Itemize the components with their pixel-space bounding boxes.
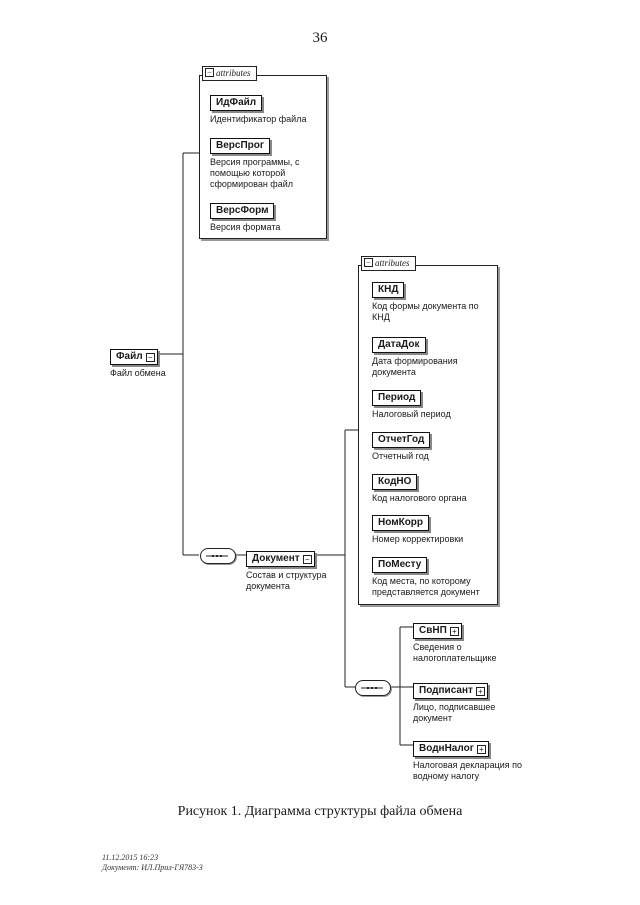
attributes-tab-label: attributes	[375, 258, 410, 268]
attribute-kodno: КодНО Код налогового органа	[372, 471, 467, 504]
attribute-name[interactable]: КодНО	[372, 474, 418, 490]
element-name: Документ	[252, 553, 300, 564]
child-element-box[interactable]: Подписант +	[413, 683, 488, 699]
attribute-name[interactable]: КНД	[372, 282, 405, 298]
element-description: Файл обмена	[110, 368, 166, 378]
attribute-description: Код налогового органа	[372, 493, 467, 503]
attribute-datadok: ДатаДок Дата формирования документа	[372, 334, 458, 378]
attribute-otchetgod: ОтчетГод Отчетный год	[372, 429, 431, 462]
attribute-pomestu: ПоМесту Код места, по которому представл…	[372, 554, 480, 598]
sequence-dots-icon	[361, 687, 383, 689]
attribute-name[interactable]: ОтчетГод	[372, 432, 431, 448]
attributes-tab[interactable]: −attributes	[361, 256, 416, 271]
attribute-description: Отчетный год	[372, 451, 429, 461]
child-element-svnp: СвНП + Сведения о налогоплательщике	[413, 620, 497, 664]
attribute-idfile: ИдФайл Идентификатор файла	[210, 92, 306, 125]
expand-icon[interactable]: +	[475, 687, 485, 696]
collapse-icon[interactable]: −	[364, 258, 373, 267]
attribute-description: Идентификатор файла	[210, 114, 307, 124]
element-description: Налоговая декларация по водному налогу	[413, 760, 523, 781]
attribute-description: Дата формирования документа	[372, 356, 458, 377]
footer-stamp: 11.12.2015 16:23 Документ: ИЛ.Прил-ГЯ783…	[102, 853, 203, 872]
root-element: Файл − Файл обмена	[110, 346, 166, 379]
collapse-icon[interactable]: −	[205, 68, 214, 77]
element-name: ВоднНалог	[419, 743, 474, 754]
element-name: СвНП	[419, 625, 447, 636]
element-name: Подписант	[419, 685, 473, 696]
attribute-description: Версия программы, с помощью которой сфор…	[210, 157, 300, 189]
expand-icon[interactable]: +	[476, 745, 486, 754]
page-number: 36	[312, 30, 328, 46]
attribute-name[interactable]: ПоМесту	[372, 557, 428, 573]
child-element-podpisant: Подписант + Лицо, подписавшее документ	[413, 680, 495, 724]
attribute-name[interactable]: ВерсФорм	[210, 203, 275, 219]
attributes-tab[interactable]: −attributes	[202, 66, 257, 81]
attribute-name[interactable]: Период	[372, 390, 422, 406]
child-element-box[interactable]: ВоднНалог +	[413, 741, 489, 757]
attribute-description: Версия формата	[210, 222, 281, 232]
attribute-knd: КНД Код формы документа по КНД	[372, 279, 479, 323]
collapse-icon[interactable]: −	[302, 555, 312, 564]
attribute-description: Код места, по которому представляется до…	[372, 576, 480, 597]
figure-caption: Рисунок 1. Диаграмма структуры файла обм…	[177, 804, 463, 819]
attribute-versprog: ВерсПрог Версия программы, с помощью кот…	[210, 135, 299, 190]
element-description: Состав и структура документа	[246, 570, 327, 591]
child-element-vodnnalog: ВоднНалог + Налоговая декларация по водн…	[413, 738, 522, 782]
attribute-nomkorr: НомКорр Номер корректировки	[372, 512, 463, 545]
attribute-name[interactable]: ДатаДок	[372, 337, 426, 353]
sequence-compositor-icon[interactable]	[355, 680, 391, 696]
sequence-dots-icon	[206, 555, 228, 557]
attribute-description: Номер корректировки	[372, 534, 464, 544]
attribute-description: Налоговый период	[372, 409, 451, 419]
expand-icon[interactable]: +	[449, 627, 459, 636]
child-element-box[interactable]: СвНП +	[413, 623, 462, 639]
element-name: Файл	[116, 351, 143, 362]
element-description: Сведения о налогоплательщике	[413, 642, 497, 663]
attribute-name[interactable]: ИдФайл	[210, 95, 263, 111]
document-element-box[interactable]: Документ −	[246, 551, 315, 567]
attribute-period: Период Налоговый период	[372, 387, 451, 420]
file-attributes-panel: −attributes ИдФайл Идентификатор файла В…	[199, 66, 327, 239]
sequence-compositor-icon[interactable]	[200, 548, 236, 564]
attribute-versform: ВерсФорм Версия формата	[210, 200, 280, 233]
document-element: Документ − Состав и структура документа	[246, 548, 327, 592]
attribute-name[interactable]: НомКорр	[372, 515, 430, 531]
element-description: Лицо, подписавшее документ	[413, 702, 496, 723]
document-attributes-panel: −attributes КНД Код формы документа по К…	[358, 256, 498, 605]
root-element-box[interactable]: Файл −	[110, 349, 158, 365]
attributes-tab-label: attributes	[216, 68, 251, 78]
attribute-description: Код формы документа по КНД	[372, 301, 479, 322]
collapse-icon[interactable]: −	[145, 353, 155, 362]
attribute-name[interactable]: ВерсПрог	[210, 138, 271, 154]
